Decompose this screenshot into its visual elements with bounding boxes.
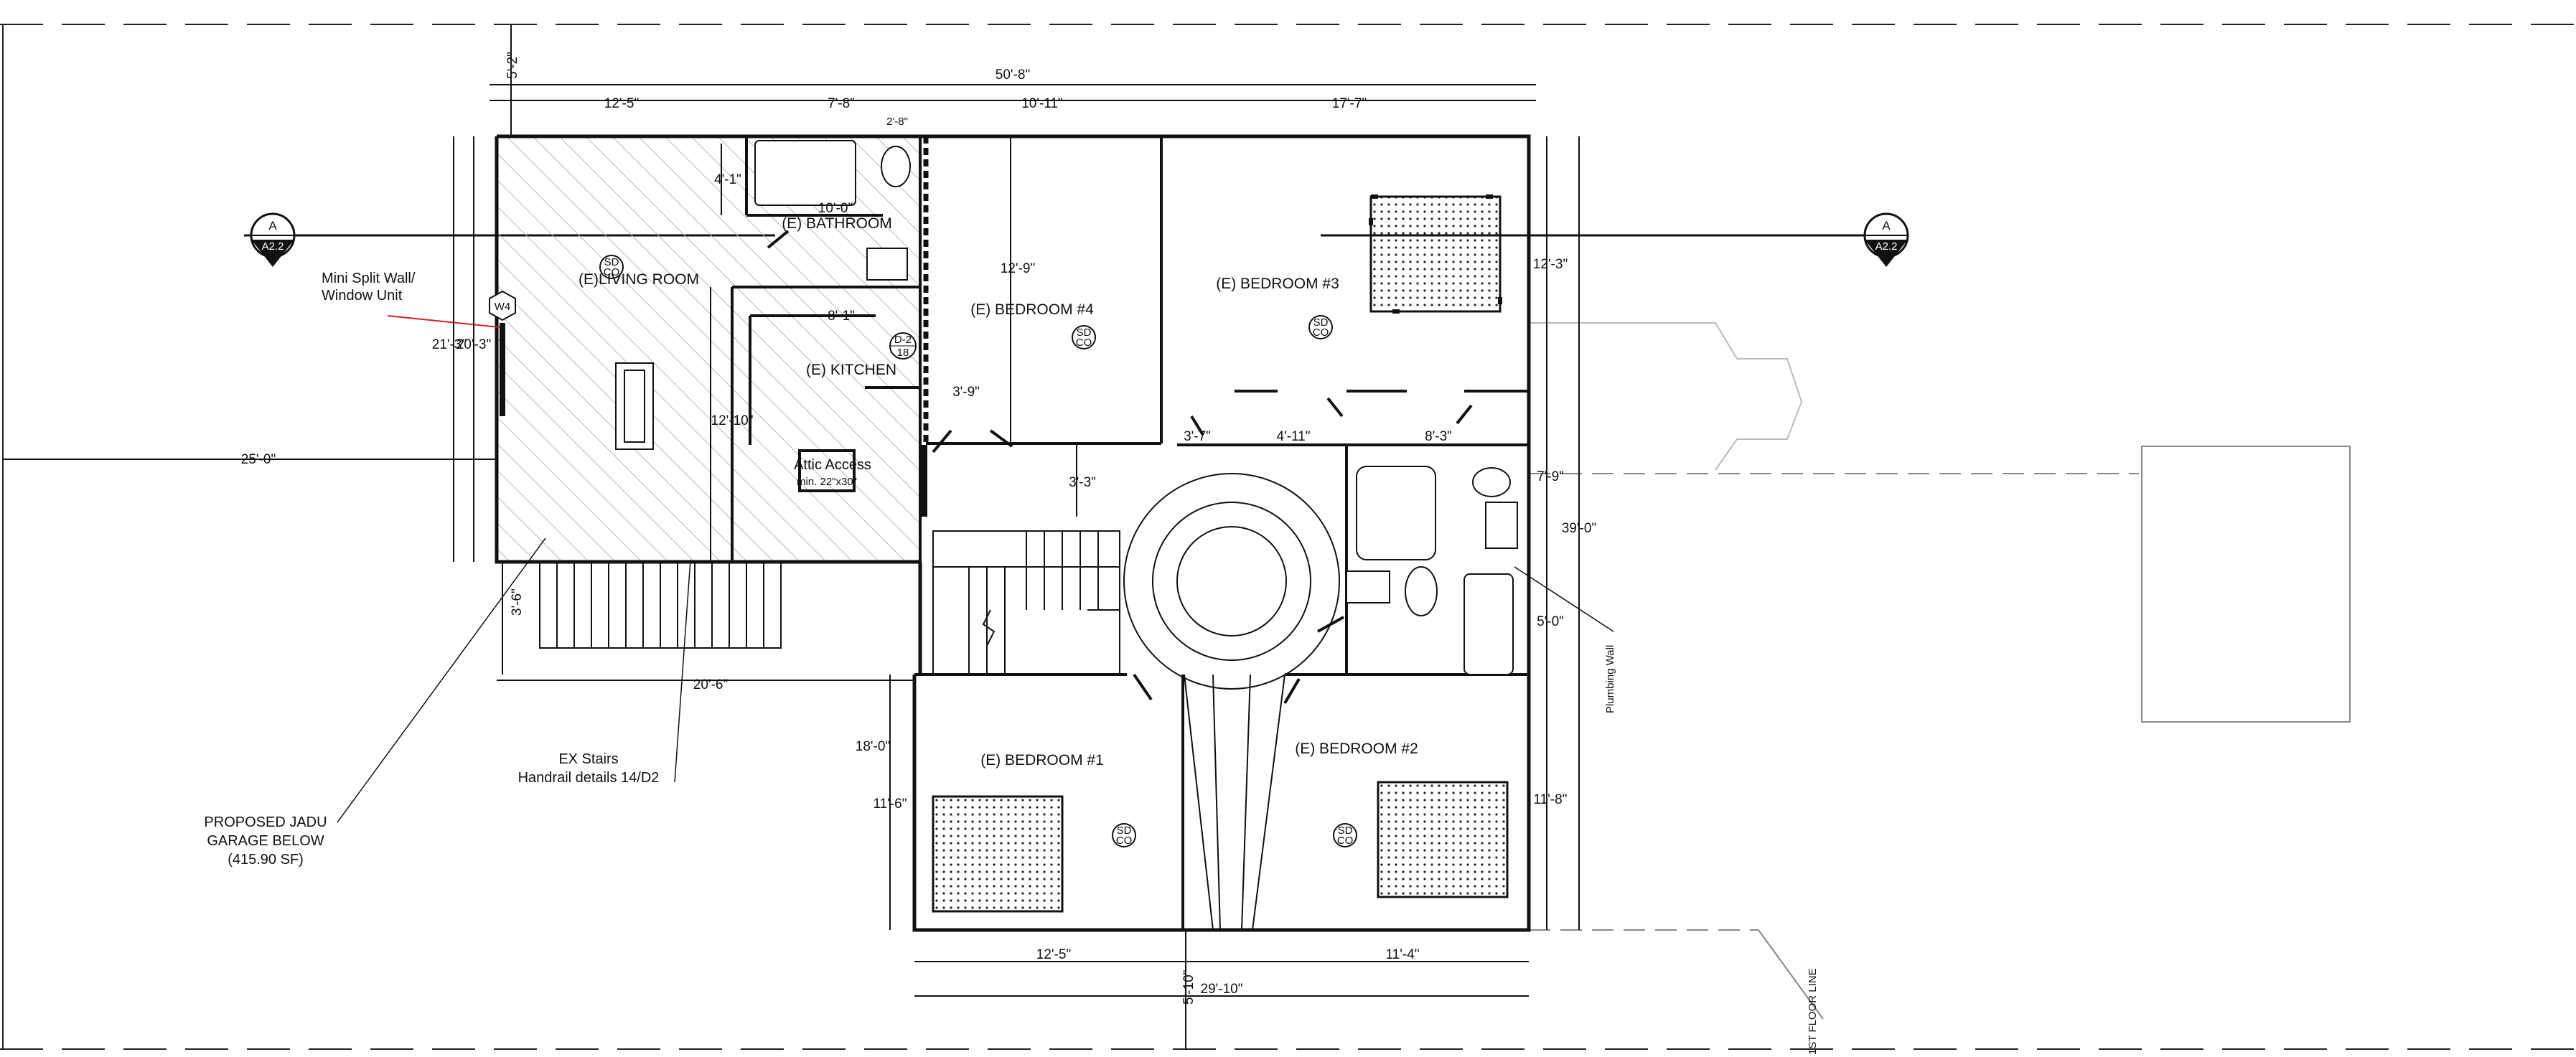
dim-top-2: 7'-8" bbox=[828, 96, 855, 111]
room-label-living: (E)LIVING ROOM bbox=[579, 271, 699, 288]
detector-label-bed4: SD bbox=[1077, 327, 1092, 339]
fixtures bbox=[615, 140, 1518, 675]
detector-sub-bed3: CO bbox=[1313, 327, 1329, 339]
door-tag: D-2 18 bbox=[889, 332, 917, 360]
dim-closet-1: 3'-9" bbox=[952, 385, 980, 400]
section-sheet-right: A2.2 bbox=[1875, 240, 1898, 253]
dim-stair-run: 20'-6" bbox=[693, 677, 728, 692]
detector-sub-bed1: CO bbox=[1116, 835, 1133, 847]
section-letter-right: A bbox=[1882, 219, 1891, 232]
dim-kitchen-width: 8'-1" bbox=[828, 309, 855, 324]
dim-left-overall-2: 20'-3" bbox=[456, 337, 491, 352]
attic-access-note: Attic Access bbox=[794, 457, 871, 473]
dim-bath2-depth: 7'-9" bbox=[1537, 469, 1564, 484]
dim-bath-depth: 4'-1" bbox=[714, 172, 741, 187]
dim-top-4: 17'-7" bbox=[1332, 96, 1367, 111]
section-sheet-left: A2.2 bbox=[262, 240, 284, 253]
dim-top-3: 10'-11" bbox=[1021, 96, 1063, 111]
mini-split-note-line1: Mini Split Wall/ bbox=[322, 271, 416, 286]
dim-bottom-overall: 29'-10" bbox=[1201, 982, 1243, 997]
dim-closet-4: 8'-3" bbox=[1425, 429, 1452, 444]
stair-wall-black bbox=[920, 445, 927, 517]
detector-sub-bed4: CO bbox=[1076, 337, 1092, 349]
first-floor-outline bbox=[1529, 322, 2351, 1020]
stairs-note-line1: EX Stairs bbox=[558, 751, 618, 767]
jadu-note-line1: PROPOSED JADU bbox=[204, 814, 327, 830]
dim-bed2-depth: 11'-8" bbox=[1534, 792, 1568, 807]
dim-overall-width: 50'-8" bbox=[996, 67, 1030, 83]
dim-top-1: 12'-5" bbox=[604, 96, 639, 111]
dim-left-overall: 21'-3" bbox=[432, 337, 467, 352]
dimension-lines bbox=[3, 24, 1580, 1049]
dim-hall: 3'-3" bbox=[1069, 475, 1096, 490]
window-tag-label: W4 bbox=[495, 301, 511, 313]
dim-bed1-depth: 11'-6" bbox=[874, 797, 907, 812]
window-tag: W4 bbox=[489, 290, 516, 321]
dim-closet-3: 4'-11" bbox=[1277, 429, 1311, 444]
jadu-note-line3: (415.90 SF) bbox=[228, 852, 304, 868]
detector-label-bed2: SD bbox=[1338, 825, 1353, 837]
dim-bed1-offset: 18'-0" bbox=[856, 739, 890, 754]
window-left bbox=[500, 323, 505, 416]
detector-sub-living: CO bbox=[604, 266, 620, 278]
door-swings bbox=[767, 230, 1473, 705]
section-marker-left: A A2.2 bbox=[250, 212, 296, 267]
plumbing-wall-note: Plumbing Wall bbox=[1604, 645, 1616, 713]
dim-bath2-tub: 5'-0" bbox=[1537, 614, 1564, 629]
dim-top-small: 2'-8" bbox=[886, 116, 908, 128]
dim-kitchen-depth: 12'-10" bbox=[711, 413, 754, 428]
room-label-bed3: (E) BEDROOM #3 bbox=[1216, 276, 1339, 292]
dim-bottom-1: 12'-5" bbox=[1036, 947, 1071, 962]
section-marker-right: A A2.2 bbox=[1863, 212, 1909, 267]
detector-label-living: SD bbox=[604, 256, 619, 268]
attic-access-box bbox=[798, 449, 856, 492]
exterior-stairs bbox=[539, 561, 782, 649]
dim-stair-depth: 3'-6" bbox=[510, 588, 525, 616]
room-label-bed1: (E) BEDROOM #1 bbox=[980, 752, 1104, 769]
section-letter-left: A bbox=[268, 219, 277, 232]
jadu-hatch-area bbox=[497, 136, 920, 562]
rotunda bbox=[1123, 473, 1340, 931]
door-tag-bottom: 18 bbox=[897, 347, 909, 359]
mini-split-leader bbox=[387, 315, 500, 328]
property-line bbox=[0, 24, 2576, 1050]
attic-access-size: min. 22"x30" bbox=[797, 476, 857, 488]
interior-stairs bbox=[932, 530, 1120, 675]
dim-bed3-depth: 12'-3" bbox=[1533, 257, 1568, 272]
bed-3 bbox=[1369, 194, 1502, 314]
room-label-bathroom: (E) BATHROOM bbox=[782, 215, 892, 232]
detector-label-bed3: SD bbox=[1313, 316, 1329, 329]
room-label-bed4: (E) BEDROOM #4 bbox=[970, 301, 1094, 318]
mini-split-note-line2: Window Unit bbox=[322, 288, 403, 304]
dim-right-overall: 39'-0" bbox=[1562, 521, 1596, 536]
dim-bottom-setback: 5'-10" bbox=[1181, 970, 1196, 1005]
detector-label-bed1: SD bbox=[1117, 825, 1132, 837]
door-tag-top: D-2 bbox=[894, 334, 912, 346]
dim-bed4-depth: 12'-9" bbox=[1001, 261, 1035, 276]
dim-left-setback: 25'-0" bbox=[241, 452, 276, 467]
first-floor-line-note: 1ST FLOOR LINE bbox=[1807, 968, 1819, 1055]
dim-closet-2: 3'-7" bbox=[1184, 429, 1211, 444]
bed-1 bbox=[932, 795, 1064, 913]
room-label-kitchen: (E) KITCHEN bbox=[806, 362, 896, 378]
room-label-bed2: (E) BEDROOM #2 bbox=[1295, 741, 1418, 757]
bed-2 bbox=[1377, 781, 1509, 898]
jadu-note-line2: GARAGE BELOW bbox=[207, 833, 324, 849]
detector-sub-bed2: CO bbox=[1337, 835, 1354, 847]
detector-labels: SD CO SD CO SD CO SD CO SD CO bbox=[604, 256, 1354, 847]
dim-bottom-2: 11'-4" bbox=[1386, 947, 1420, 962]
note-leaders bbox=[337, 537, 1614, 823]
dim-bath-small: 10'-0" bbox=[818, 201, 853, 216]
dim-front-setback: 5'-2" bbox=[505, 52, 520, 79]
stairs-note-line2: Handrail details 14/D2 bbox=[518, 770, 660, 786]
smoke-co-detectors bbox=[599, 255, 1357, 847]
